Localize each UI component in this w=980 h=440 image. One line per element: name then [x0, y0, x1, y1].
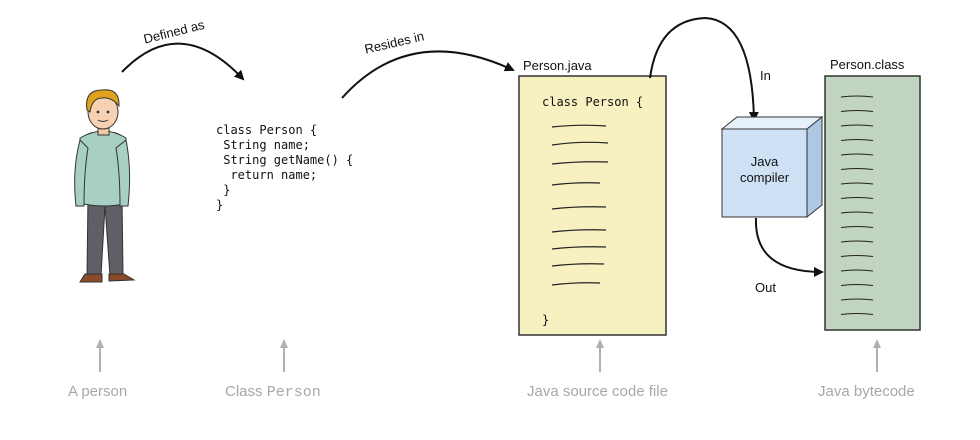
bytecode-line [840, 283, 874, 287]
java-compiler-cube-icon [720, 115, 824, 219]
bytecode-line [840, 225, 874, 229]
caption-class: Class Person [225, 383, 321, 401]
out-arrow [754, 217, 824, 277]
in-label: In [760, 68, 771, 83]
bytecode-line [840, 153, 874, 156]
bytecode-line [840, 211, 874, 214]
bytecode-line [840, 240, 874, 243]
bytecode-filename: Person.class [830, 57, 905, 72]
caption-class-name: Person [266, 384, 321, 401]
bytecode-lines [840, 95, 874, 316]
source-first-line: class Person { [542, 95, 644, 109]
out-label: Out [755, 280, 776, 295]
bytecode-line [840, 138, 874, 142]
bytecode-line [840, 196, 874, 200]
person-illustration [74, 89, 136, 283]
defined-as-arrow [121, 42, 245, 81]
caption-bytecode: Java bytecode [818, 383, 915, 400]
compiler-label-line2: compiler [739, 170, 790, 185]
compiler-label: Java compiler [722, 154, 807, 186]
source-filename: Person.java [523, 58, 592, 73]
source-last-line: } [542, 313, 550, 327]
bytecode-line [840, 312, 874, 316]
bytecode-line [840, 254, 874, 258]
bytecode-line [840, 167, 874, 171]
bytecode-line [840, 182, 874, 185]
resides-in-arrow [341, 50, 515, 99]
caption-source: Java source code file [527, 383, 668, 400]
bytecode-line [840, 269, 874, 272]
class-code: class Person { String name; String getNa… [216, 123, 354, 212]
bytecode-line [840, 124, 874, 127]
compiler-label-line1: Java [750, 154, 779, 169]
source-file-document [518, 75, 667, 336]
caption-class-prefix: Class [225, 383, 267, 400]
caption-person: A person [68, 383, 128, 400]
bytecode-line [840, 298, 874, 301]
bytecode-line [840, 109, 874, 113]
source-code-lines [551, 124, 609, 286]
in-arrow [649, 16, 759, 122]
bytecode-document [824, 75, 921, 331]
bytecode-line [840, 95, 874, 98]
